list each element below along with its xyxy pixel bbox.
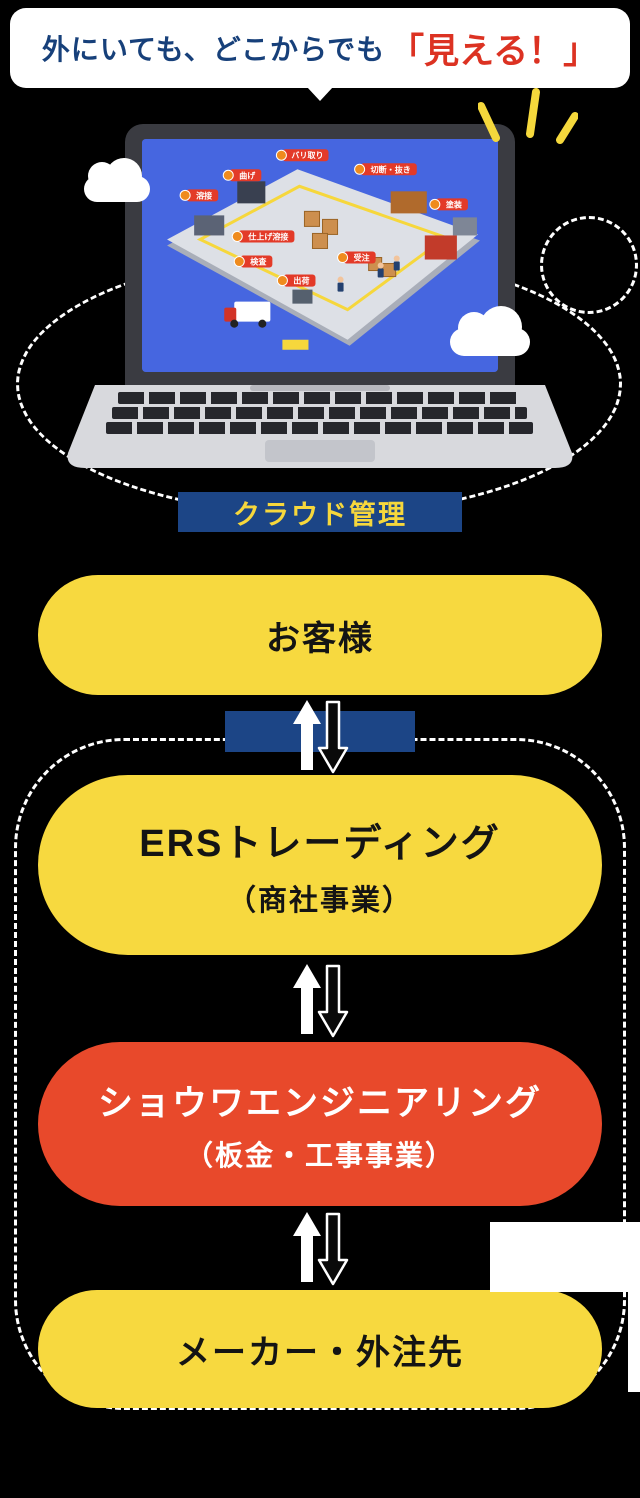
factory-station-badge: 溶接 (179, 189, 219, 202)
showa-engineering-pill: ショウワエンジニアリング （板金・工事事業） (38, 1042, 602, 1206)
ers-title: ERSトレーディング (139, 822, 501, 865)
keyboard-row (118, 392, 520, 404)
showa-subtitle: （板金・工事事業） (184, 1139, 455, 1171)
ers-subtitle: （商社事業） (226, 884, 413, 917)
cloud-icon (84, 158, 150, 202)
connector-box (225, 711, 415, 752)
svg-text:塗装: 塗装 (446, 199, 462, 209)
factory-station-badge: バリ取り (275, 149, 329, 162)
keyboard-row (112, 407, 527, 419)
maker-label: メーカー・外注先 (176, 1333, 464, 1372)
worker-figures (337, 255, 400, 292)
keyboard-row (106, 422, 533, 434)
laptop-hinge (250, 385, 390, 391)
factory-station-badge: 塗装 (429, 198, 468, 211)
factory-station-badge: 受注 (337, 251, 376, 264)
bubble-accent-text: 「見える！」 (389, 31, 599, 71)
svg-text:受注: 受注 (354, 253, 370, 263)
trackpad (265, 440, 375, 462)
factory-station-badge: 曲げ (222, 169, 262, 182)
bubble-text: 外にいても、どこからでも (41, 34, 386, 65)
factory-machines (194, 181, 477, 304)
white-panel (490, 1222, 640, 1292)
svg-text:仕上げ溶接: 仕上げ溶接 (247, 231, 288, 241)
svg-text:曲げ: 曲げ (239, 170, 256, 180)
dashed-cloud-bump (540, 216, 638, 314)
customer-pill: お客様 (38, 575, 602, 695)
sparkle-icon (478, 88, 578, 144)
svg-text:出荷: 出荷 (293, 276, 309, 286)
bubble-tail (307, 87, 333, 101)
factory-floor-illustration: 曲げ バリ取り 切断・抜き 溶接 (142, 139, 498, 372)
maker-pill: メーカー・外注先 (38, 1290, 602, 1408)
up-down-arrows-icon (293, 700, 349, 774)
ers-trading-pill: ERSトレーディング （商社事業） (38, 775, 602, 955)
up-down-arrows-icon (293, 1212, 349, 1286)
factory-station-badge: 仕上げ溶接 (231, 230, 295, 243)
svg-text:切断・抜き: 切断・抜き (371, 164, 411, 174)
up-down-arrows-icon (293, 964, 349, 1038)
showa-title: ショウワエンジニアリング (97, 1083, 542, 1123)
cloud-icon (450, 306, 530, 356)
svg-text:検査: 検査 (250, 257, 267, 267)
svg-text:溶接: 溶接 (196, 190, 212, 200)
speech-bubble: 外にいても、どこからでも 「見える！」 (10, 8, 630, 101)
laptop-screen: 曲げ バリ取り 切断・抜き 溶接 (142, 139, 498, 372)
factory-station-badge: 出荷 (276, 274, 316, 287)
factory-station-badge: 切断・抜き (354, 163, 417, 176)
svg-text:バリ取り: バリ取り (291, 151, 323, 160)
customer-label: お客様 (266, 619, 374, 658)
delivery-truck (224, 301, 309, 350)
cloud-management-banner: クラウド管理 (178, 492, 462, 532)
white-panel (628, 1292, 640, 1392)
factory-station-badge: 検査 (233, 255, 273, 268)
